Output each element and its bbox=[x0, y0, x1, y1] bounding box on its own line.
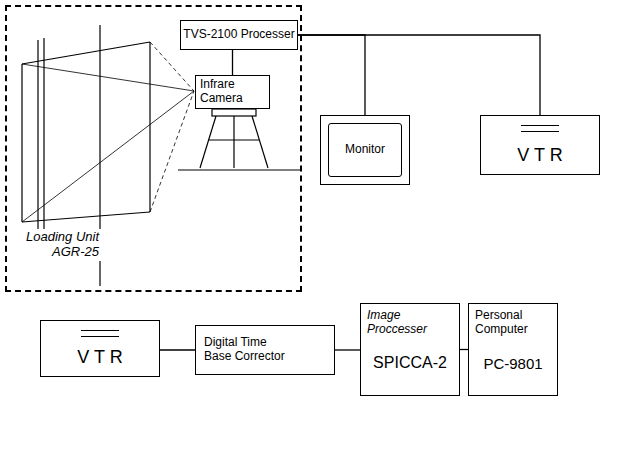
ground-line bbox=[178, 169, 300, 170]
signal-line bbox=[160, 349, 195, 350]
frame-post bbox=[37, 40, 38, 232]
node-sublabel: PC-9801 bbox=[483, 355, 542, 372]
signal-line bbox=[298, 35, 540, 115]
signal-line bbox=[460, 349, 468, 350]
tripod-brace bbox=[209, 139, 259, 140]
node-label: Infrare Camera bbox=[200, 78, 265, 106]
monitor-box: Monitor bbox=[320, 115, 410, 185]
tape-slot bbox=[521, 125, 559, 132]
node-label: Monitor bbox=[328, 123, 402, 177]
node-label: TVS-2100 Processer bbox=[183, 28, 294, 42]
node-sublabel: SPICCA-2 bbox=[373, 354, 447, 372]
tripod-leg bbox=[200, 116, 216, 168]
signal-line bbox=[298, 35, 365, 115]
node-label: Loading Unit AGR-25 bbox=[9, 229, 101, 261]
node-label: Image Proccesser bbox=[367, 309, 439, 337]
dashed-enclosure: Loading Unit AGR-25 TVS-2100 ProcesserInf… bbox=[5, 5, 302, 292]
sight-line bbox=[22, 64, 194, 91]
image-processor-box: Image ProccesserSPICCA-2 bbox=[360, 303, 460, 396]
node-label: V T R bbox=[77, 347, 122, 368]
tape-slot bbox=[81, 330, 119, 337]
plate-edge bbox=[21, 64, 22, 222]
sight-line bbox=[150, 91, 194, 212]
node-label: V T R bbox=[517, 145, 562, 166]
camera-box: Infrare Camera bbox=[195, 75, 270, 109]
vtr-box: V T R bbox=[480, 115, 600, 175]
plate-edge bbox=[149, 42, 150, 212]
signal-line bbox=[232, 50, 233, 75]
tripod-leg bbox=[233, 116, 234, 168]
sight-line bbox=[22, 91, 194, 222]
vtr-box: V T R bbox=[40, 320, 160, 377]
node-label: Digital Time Base Corrector bbox=[204, 336, 296, 364]
tripod-head bbox=[212, 109, 256, 116]
processor-box: TVS-2100 Processer bbox=[180, 20, 298, 50]
tripod-leg bbox=[252, 116, 268, 168]
computer-box: Personal ComputerPC-9801 bbox=[468, 303, 558, 396]
signal-line bbox=[335, 349, 360, 350]
plate-edge bbox=[22, 212, 150, 222]
corrector-box: Digital Time Base Corrector bbox=[195, 325, 335, 375]
plate-edge bbox=[22, 42, 150, 64]
node-label: Personal Computer bbox=[475, 309, 545, 337]
